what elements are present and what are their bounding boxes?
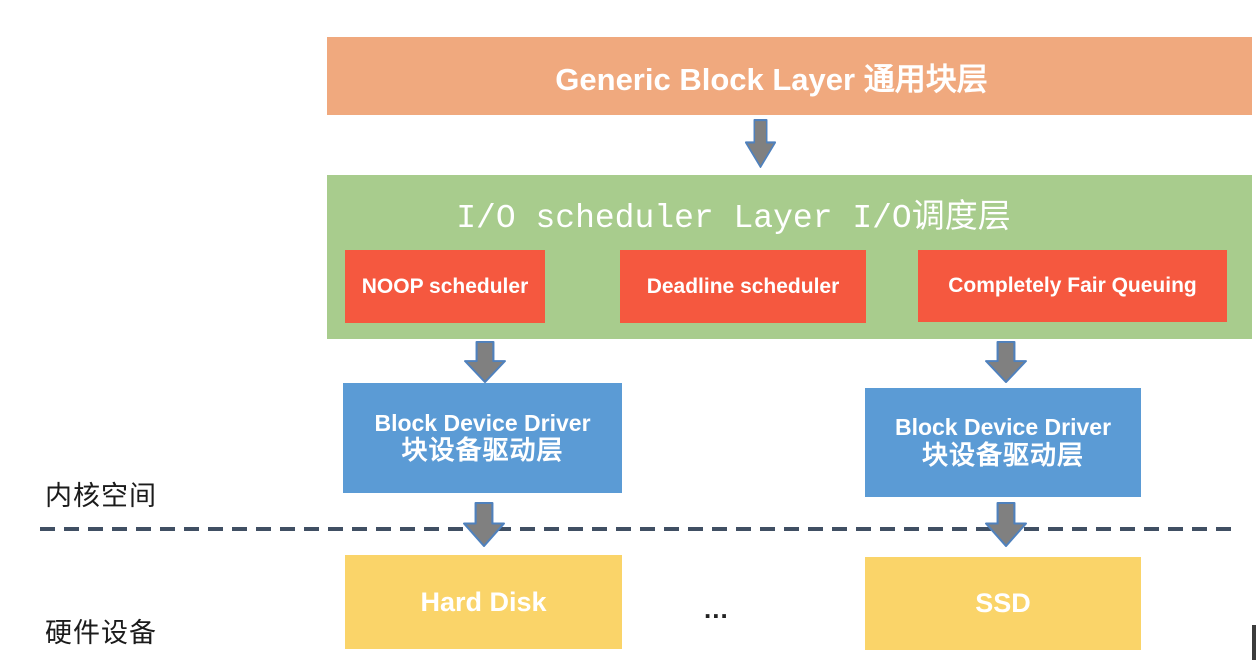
noop-scheduler-label: NOOP scheduler <box>361 274 529 298</box>
cursor-bar-artifact <box>1252 625 1256 660</box>
block-device-driver-subtitle: 块设备驱动层 <box>921 439 1084 470</box>
block-device-driver-title: Block Device Driver <box>894 414 1112 441</box>
arrow-down-icon <box>463 502 505 547</box>
block-device-driver-title: Block Device Driver <box>374 409 591 436</box>
arrow-down-icon <box>985 341 1027 383</box>
ssd-label: SSD <box>975 588 1031 618</box>
ellipsis-text: ... <box>704 594 729 624</box>
arrow-down-icon <box>464 341 506 383</box>
cfq-scheduler-box: Completely Fair Queuing <box>918 250 1227 322</box>
generic-block-layer-label: Generic Block Layer 通用块层 <box>555 61 988 97</box>
arrow-down-icon <box>745 119 776 168</box>
kernel-hardware-divider <box>40 527 1232 531</box>
block-device-driver-box-right: Block Device Driver 块设备驱动层 <box>865 388 1141 497</box>
deadline-scheduler-box: Deadline scheduler <box>620 250 866 323</box>
cfq-scheduler-label: Completely Fair Queuing <box>948 274 1197 297</box>
deadline-scheduler-label: Deadline scheduler <box>646 274 840 298</box>
kernel-space-label: 内核空间 <box>45 481 157 511</box>
block-device-driver-subtitle: 块设备驱动层 <box>401 435 564 466</box>
noop-scheduler-box: NOOP scheduler <box>345 250 545 323</box>
hard-disk-box: Hard Disk <box>345 555 622 649</box>
generic-block-layer-box: Generic Block Layer 通用块层 <box>327 37 1252 115</box>
hardware-devices-label: 硬件设备 <box>45 618 157 648</box>
block-device-driver-box-left: Block Device Driver 块设备驱动层 <box>343 383 622 493</box>
io-scheduler-layer-label: I/O scheduler Layer I/O调度层 <box>456 200 1011 237</box>
ssd-box: SSD <box>865 557 1141 650</box>
arrow-down-icon <box>985 502 1027 547</box>
hard-disk-label: Hard Disk <box>420 586 547 617</box>
